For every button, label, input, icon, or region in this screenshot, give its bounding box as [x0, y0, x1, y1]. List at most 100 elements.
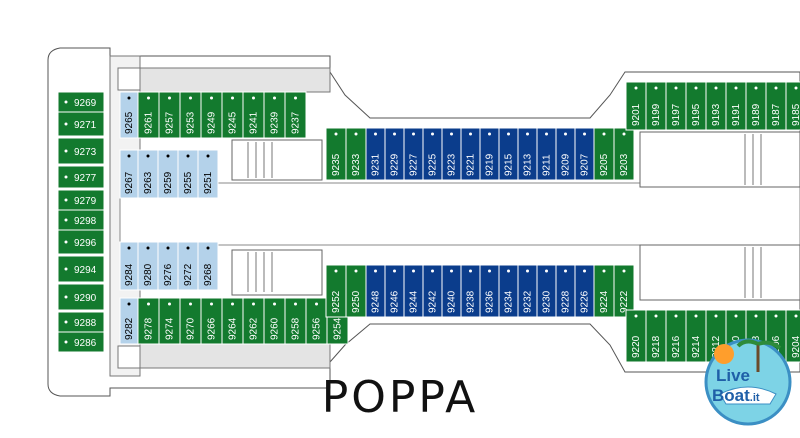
cabin-9270[interactable]: 9270 [179, 297, 202, 345]
cabin-9245[interactable]: 9245 [221, 91, 244, 139]
cabin-9268[interactable]: 9268 [197, 241, 219, 291]
cabin-9221[interactable]: 9221 [460, 127, 481, 181]
cabin-marker [334, 269, 338, 273]
cabin-9256[interactable]: 9256 [305, 297, 328, 345]
cabin-9214[interactable]: 9214 [685, 309, 707, 363]
cabin-9242[interactable]: 9242 [422, 264, 443, 318]
cabin-9269[interactable]: 9269 [57, 91, 105, 113]
cabin-9215[interactable]: 9215 [498, 127, 519, 181]
cabin-9266[interactable]: 9266 [200, 297, 223, 345]
cabin-9274[interactable]: 9274 [158, 297, 181, 345]
cabin-9222[interactable]: 9222 [613, 264, 635, 318]
cabin-9239[interactable]: 9239 [263, 91, 286, 139]
cabin-9272[interactable]: 9272 [177, 241, 199, 291]
cabin-9262[interactable]: 9262 [242, 297, 265, 345]
cabin-9226[interactable]: 9226 [574, 264, 595, 318]
cabin-9199[interactable]: 9199 [645, 81, 667, 131]
cabin-marker [393, 132, 396, 136]
cabin-9260[interactable]: 9260 [263, 297, 286, 345]
cabin-9278[interactable]: 9278 [137, 297, 160, 345]
cabin-9284[interactable]: 9284 [119, 241, 139, 291]
cabin-9276[interactable]: 9276 [157, 241, 179, 291]
cabin-9197[interactable]: 9197 [665, 81, 687, 131]
cabin-9294[interactable]: 9294 [57, 255, 105, 283]
cabin-9298[interactable]: 9298 [57, 209, 105, 231]
cabin-9286[interactable]: 9286 [57, 331, 105, 353]
cabin-9296[interactable]: 9296 [57, 229, 105, 255]
cabin-9207[interactable]: 9207 [574, 127, 595, 181]
cabin-9234[interactable]: 9234 [498, 264, 519, 318]
cabin-9258[interactable]: 9258 [284, 297, 307, 345]
cabin-9255[interactable]: 9255 [177, 149, 199, 199]
cabin-marker [315, 302, 318, 306]
cabin-9218[interactable]: 9218 [645, 309, 667, 363]
cabin-9219[interactable]: 9219 [479, 127, 500, 181]
cabin-9223[interactable]: 9223 [441, 127, 462, 181]
cabin-9251[interactable]: 9251 [197, 149, 219, 199]
cabin-9230[interactable]: 9230 [536, 264, 557, 318]
cabin-9240[interactable]: 9240 [441, 264, 462, 318]
cabin-cell [613, 127, 635, 181]
cabin-9261[interactable]: 9261 [137, 91, 160, 139]
cabin-9238[interactable]: 9238 [460, 264, 481, 318]
cabin-marker [774, 314, 778, 318]
cabin-9228[interactable]: 9228 [555, 264, 576, 318]
cabin-9204[interactable]: 9204 [785, 309, 800, 363]
cabin-number: 9255 [183, 171, 194, 194]
cabin-9263[interactable]: 9263 [137, 149, 159, 199]
cabin-9193[interactable]: 9193 [705, 81, 727, 131]
cabin-9211[interactable]: 9211 [536, 127, 557, 181]
cabin-number: 9234 [504, 290, 515, 313]
cabin-9246[interactable]: 9246 [384, 264, 405, 318]
cabin-9216[interactable]: 9216 [665, 309, 687, 363]
cabin-9248[interactable]: 9248 [365, 264, 386, 318]
cabin-9224[interactable]: 9224 [593, 264, 615, 318]
cabin-9279[interactable]: 9279 [57, 189, 105, 211]
cabin-9231[interactable]: 9231 [365, 127, 386, 181]
cabin-9185[interactable]: 9185 [785, 81, 800, 131]
cabin-9273[interactable]: 9273 [57, 137, 105, 165]
cabin-marker [189, 96, 192, 100]
cabin-9203[interactable]: 9203 [613, 127, 635, 181]
cabin-9209[interactable]: 9209 [555, 127, 576, 181]
cabin-9265[interactable]: 9265 [119, 91, 139, 139]
cabin-9244[interactable]: 9244 [403, 264, 424, 318]
cabin-9235[interactable]: 9235 [325, 127, 347, 181]
cabin-9195[interactable]: 9195 [685, 81, 707, 131]
cabin-9280[interactable]: 9280 [137, 241, 159, 291]
cabin-9277[interactable]: 9277 [57, 165, 105, 189]
cabin-9264[interactable]: 9264 [221, 297, 244, 345]
cabin-9205[interactable]: 9205 [593, 127, 615, 181]
cabin-marker [64, 218, 68, 222]
cabin-9237[interactable]: 9237 [284, 91, 307, 139]
cabin-9282[interactable]: 9282 [119, 297, 139, 345]
cabin-9189[interactable]: 9189 [745, 81, 767, 131]
cabin-marker [602, 132, 606, 136]
cabin-9271[interactable]: 9271 [57, 111, 105, 137]
cabin-9252[interactable]: 9252 [325, 264, 347, 318]
cabin-9241[interactable]: 9241 [242, 91, 265, 139]
cabin-9249[interactable]: 9249 [200, 91, 223, 139]
cabin-9233[interactable]: 9233 [345, 127, 367, 181]
cabin-9257[interactable]: 9257 [158, 91, 181, 139]
cabin-9227[interactable]: 9227 [403, 127, 424, 181]
cabin-9232[interactable]: 9232 [517, 264, 538, 318]
cabin-9187[interactable]: 9187 [765, 81, 787, 131]
cabin-marker [714, 86, 718, 90]
cabin-number: 9230 [542, 290, 553, 313]
cabin-9191[interactable]: 9191 [725, 81, 747, 131]
cabin-9229[interactable]: 9229 [384, 127, 405, 181]
cabin-9225[interactable]: 9225 [422, 127, 443, 181]
cabin-9253[interactable]: 9253 [179, 91, 202, 139]
cabin-9290[interactable]: 9290 [57, 283, 105, 311]
cabin-9213[interactable]: 9213 [517, 127, 538, 181]
cabin-9201[interactable]: 9201 [625, 81, 647, 131]
cabin-marker [189, 302, 192, 306]
cabin-9288[interactable]: 9288 [57, 311, 105, 333]
cabin-9220[interactable]: 9220 [625, 309, 647, 363]
cabin-9250[interactable]: 9250 [345, 264, 367, 318]
cabin-9259[interactable]: 9259 [157, 149, 179, 199]
cabin-9236[interactable]: 9236 [479, 264, 500, 318]
cabin-9267[interactable]: 9267 [119, 149, 139, 199]
